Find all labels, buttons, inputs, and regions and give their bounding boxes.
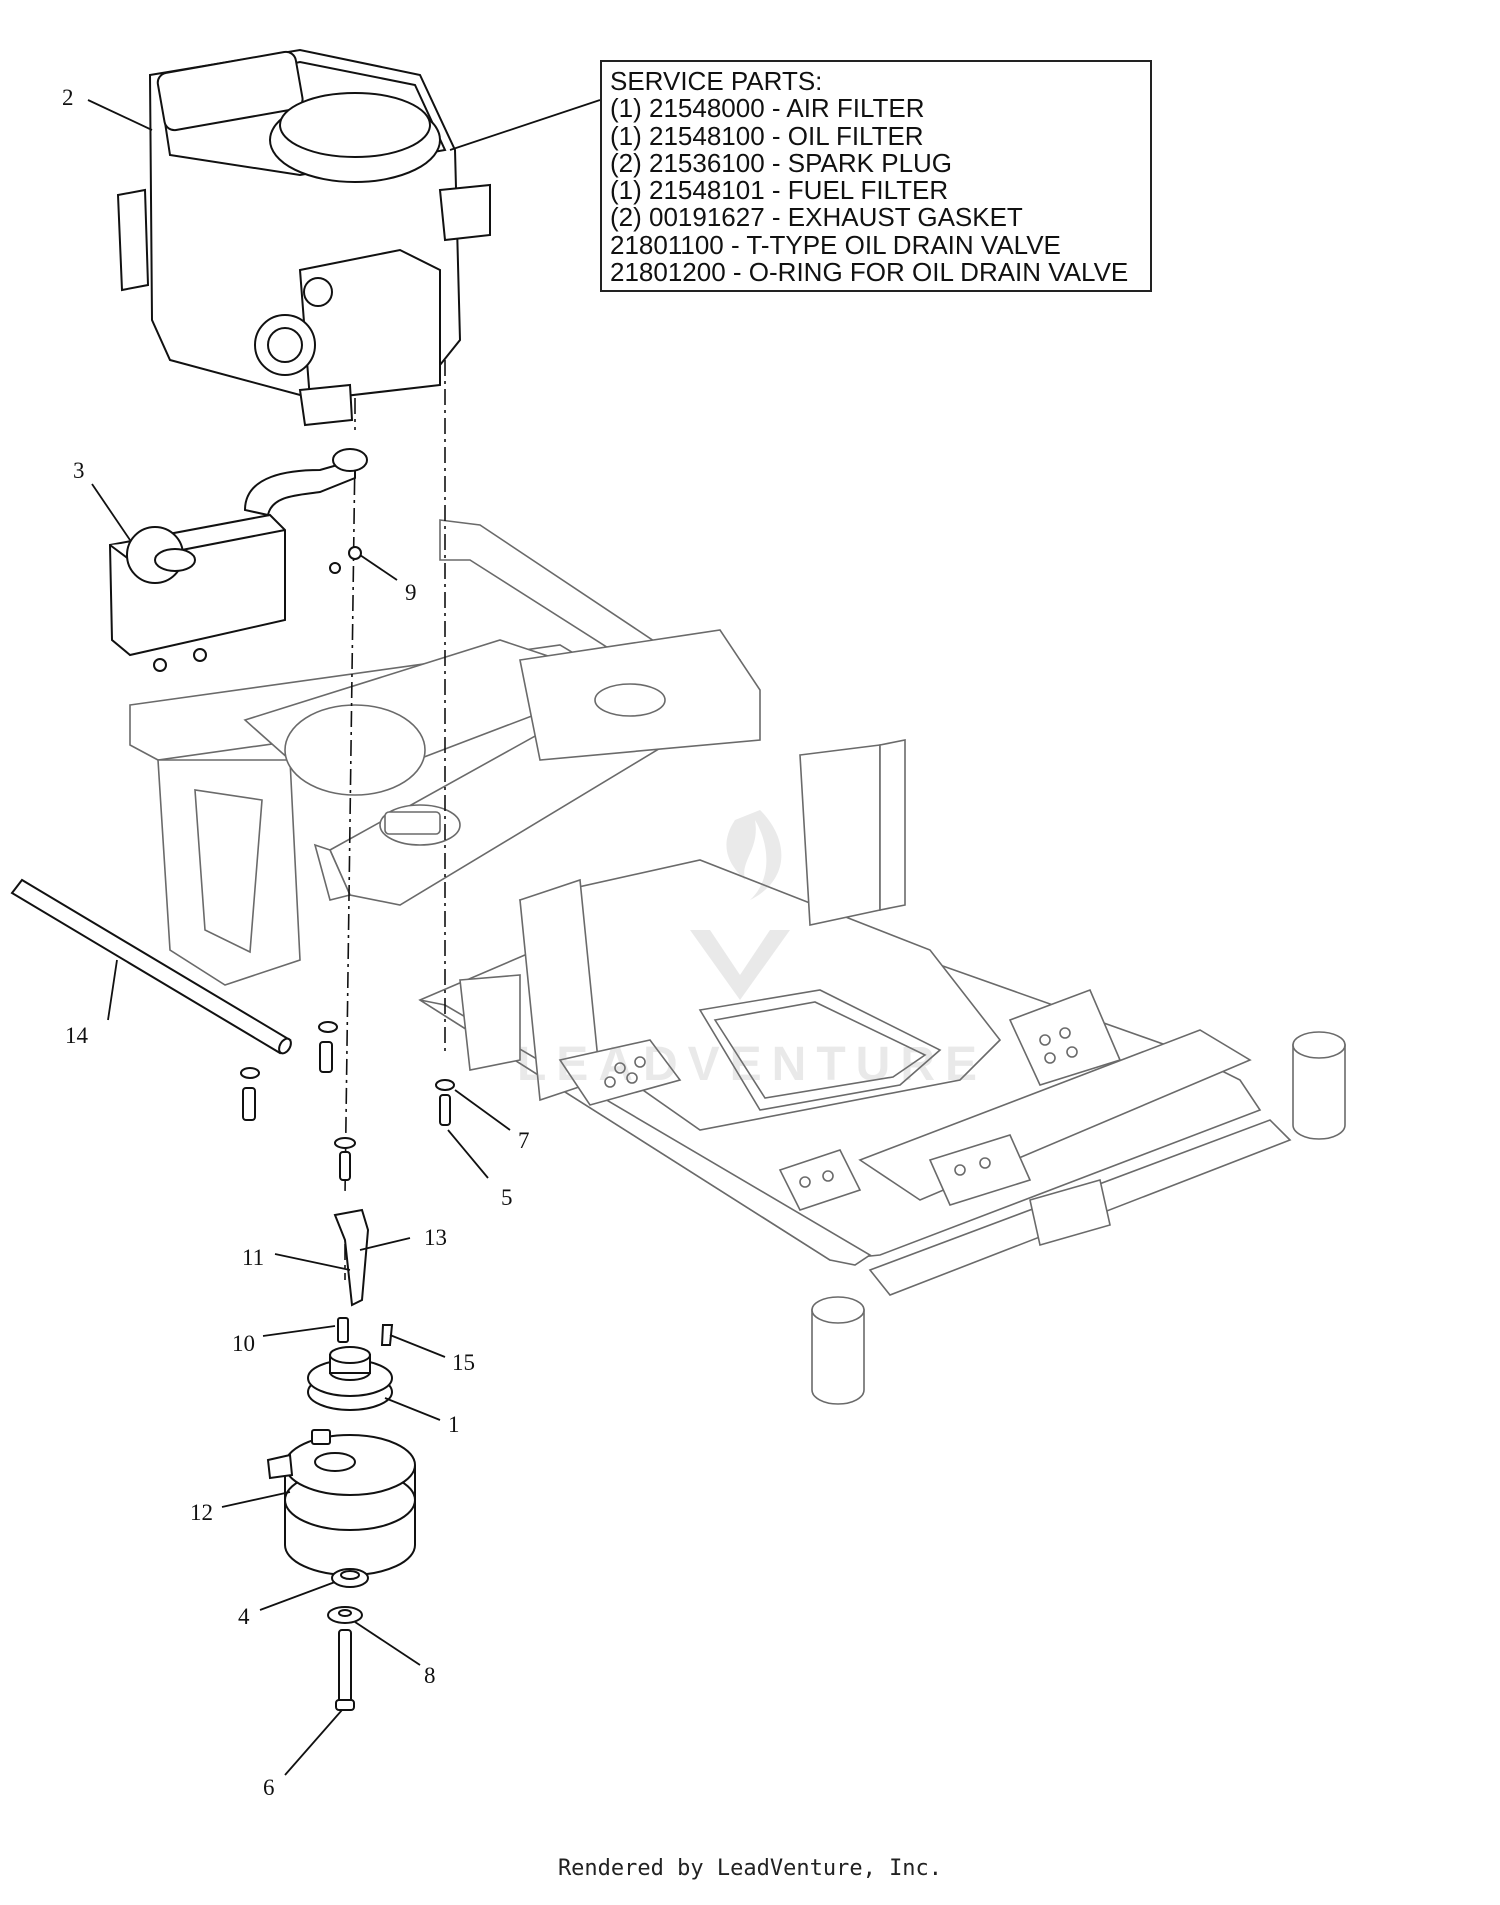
rod-part-14 [10, 878, 292, 1055]
callout-labels: 1 2 3 4 5 6 7 8 9 10 11 12 13 14 15 [62, 85, 530, 1800]
callout-11: 11 [242, 1245, 264, 1270]
chassis-frame: LEADVENTURE [129, 519, 1346, 1405]
engine-part-2 [116, 48, 491, 427]
footer-credit: Rendered by LeadVenture, Inc. [557, 1856, 943, 1881]
callout-14: 14 [65, 1023, 89, 1048]
service-parts-box: SERVICE PARTS: (1) 21548000 - AIR FILTER… [600, 60, 1152, 292]
service-part-o-ring: 21801200 - O-RING FOR OIL DRAIN VALVE [610, 257, 1129, 288]
watermark-logo: LEADVENTURE [517, 810, 987, 1091]
callout-15: 15 [452, 1350, 475, 1375]
service-part-spark-plug: (2) 21536100 - SPARK PLUG [610, 147, 953, 178]
hardware [240, 546, 455, 1346]
bolt-stack [327, 1568, 369, 1711]
service-part-air-filter: (1) 21548000 - AIR FILTER [610, 93, 925, 124]
service-parts-heading: SERVICE PARTS: [610, 66, 823, 96]
muffler-part-3 [108, 448, 368, 672]
callout-2: 2 [62, 85, 74, 110]
callout-1: 1 [448, 1412, 460, 1437]
service-part-oil-filter: (1) 21548100 - OIL FILTER [610, 120, 924, 151]
service-part-oil-drain-valve: 21801100 - T-TYPE OIL DRAIN VALVE [610, 229, 1061, 260]
clutch-part-12 [266, 1429, 416, 1576]
callout-13: 13 [424, 1225, 447, 1250]
callout-7: 7 [518, 1128, 530, 1153]
callout-12: 12 [190, 1500, 213, 1525]
watermark-text: LEADVENTURE [517, 1038, 987, 1091]
leader-lines [87, 99, 601, 1776]
callout-10: 10 [232, 1331, 255, 1356]
service-part-exhaust-gasket: (2) 00191627 - EXHAUST GASKET [610, 202, 1023, 233]
callout-6: 6 [263, 1775, 275, 1800]
callout-9: 9 [405, 580, 417, 605]
callout-4: 4 [238, 1604, 250, 1629]
callout-8: 8 [424, 1663, 436, 1688]
callout-3: 3 [73, 458, 85, 483]
callout-5: 5 [501, 1185, 513, 1210]
service-part-fuel-filter: (1) 21548101 - FUEL FILTER [610, 175, 949, 206]
pulley-part-1 [307, 1346, 393, 1411]
